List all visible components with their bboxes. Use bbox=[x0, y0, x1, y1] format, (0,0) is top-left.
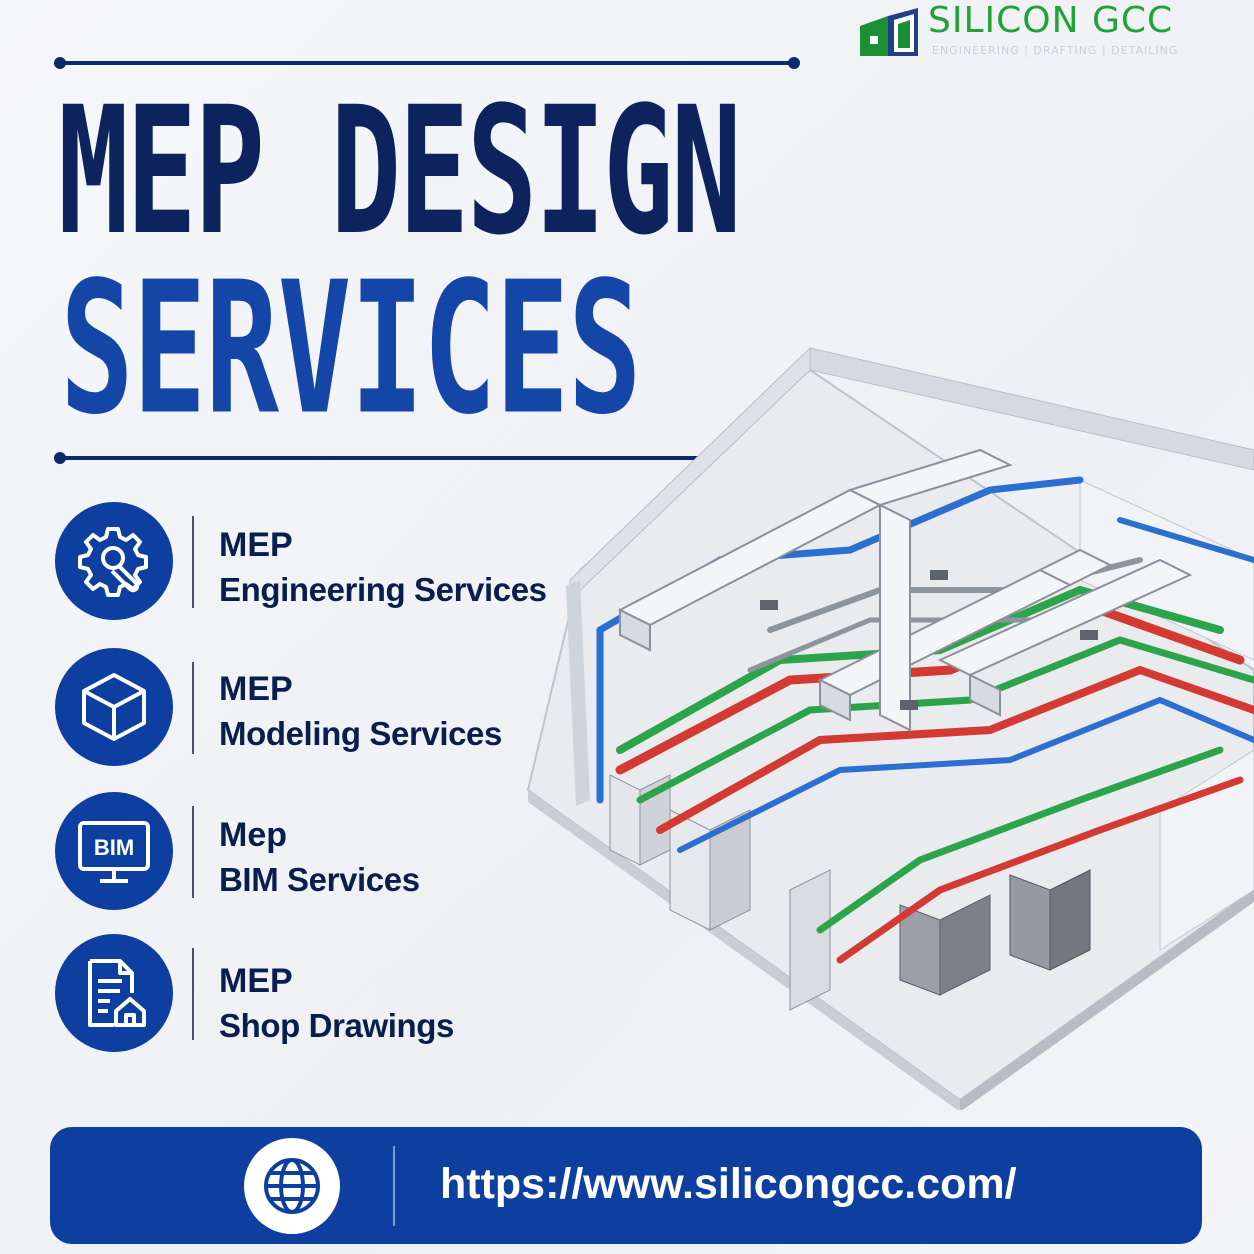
globe-icon-circle bbox=[244, 1138, 340, 1234]
service-engineering-label1: MEP bbox=[219, 526, 293, 564]
globe-icon bbox=[264, 1158, 320, 1214]
service-divider bbox=[192, 948, 194, 1040]
service-divider bbox=[192, 516, 194, 608]
gear-wrench-icon bbox=[78, 527, 148, 597]
diffusers bbox=[760, 570, 1098, 710]
service-shopdrawings-label1: MEP bbox=[219, 962, 293, 1000]
mep-isometric-illustration bbox=[526, 346, 1254, 1110]
service-bim-icon-circle[interactable]: BIM bbox=[55, 792, 173, 910]
logo-mark-icon bbox=[860, 8, 918, 56]
brand-name: SILICON GCC bbox=[928, 0, 1174, 41]
service-engineering-label2: Engineering Services bbox=[219, 571, 547, 608]
bim-icon-text: BIM bbox=[94, 835, 134, 860]
brand-logo[interactable]: SILICON GCC ENGINEERING | DRAFTING | DET… bbox=[858, 0, 1254, 64]
title-top-rule bbox=[54, 57, 800, 69]
bim-monitor-icon: BIM bbox=[78, 821, 150, 883]
service-divider bbox=[192, 806, 194, 898]
service-modeling-label2: Modeling Services bbox=[219, 715, 502, 752]
cube-icon bbox=[82, 673, 146, 741]
url-divider bbox=[393, 1146, 395, 1226]
service-modeling-label1: MEP bbox=[219, 670, 293, 708]
ductwork bbox=[617, 448, 1193, 732]
page-title-line1: MEP DESIGN bbox=[58, 69, 742, 274]
service-bim-label1: Mep bbox=[219, 816, 287, 854]
website-link[interactable]: https://www.silicongcc.com/ bbox=[440, 1160, 1017, 1208]
service-divider bbox=[192, 662, 194, 754]
service-engineering-icon-circle[interactable] bbox=[55, 502, 173, 620]
service-shopdrawings-icon-circle[interactable] bbox=[55, 934, 173, 1052]
equipment-cabinets bbox=[609, 774, 1091, 1011]
service-shopdrawings-label2: Shop Drawings bbox=[219, 1007, 454, 1044]
service-bim-label2: BIM Services bbox=[219, 861, 420, 898]
service-modeling-icon-circle[interactable] bbox=[55, 648, 173, 766]
brand-tagline: ENGINEERING | DRAFTING | DETAILING bbox=[932, 44, 1179, 57]
page-title-line2: SERVICES bbox=[60, 243, 642, 456]
document-house-icon bbox=[88, 959, 146, 1027]
website-bar[interactable] bbox=[50, 1127, 1202, 1244]
